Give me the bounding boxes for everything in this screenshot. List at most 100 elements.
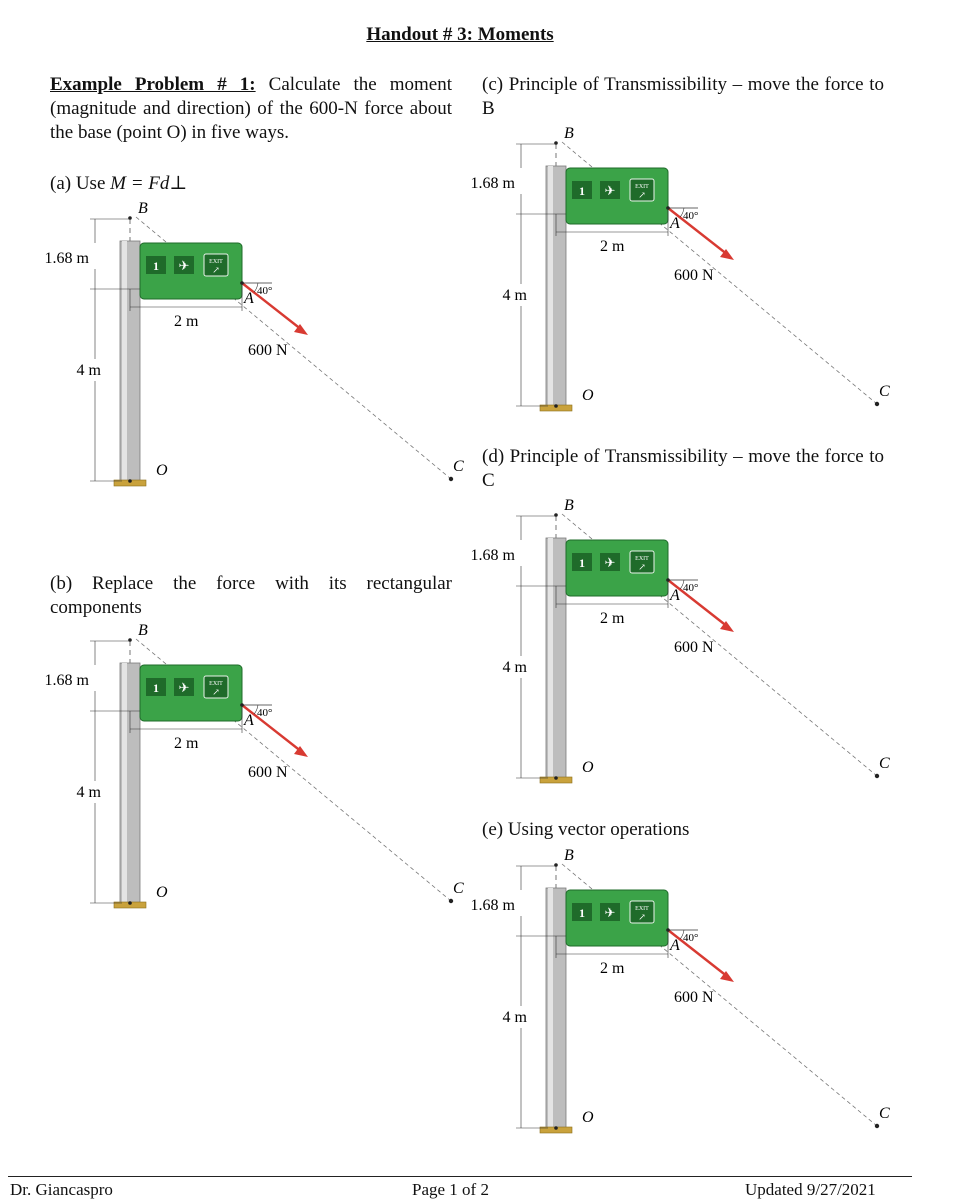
- train-icon: [572, 181, 592, 199]
- line-of-action: [561, 141, 878, 405]
- train-icon: [146, 678, 166, 696]
- pole-highlight: [122, 241, 127, 481]
- footer-author: Dr. Giancaspro: [10, 1180, 113, 1199]
- label-force: 600 N: [674, 989, 714, 1006]
- exit-label: EXIT: [635, 184, 649, 190]
- label-b: B: [138, 622, 148, 639]
- sign-figure-svg: 1 ✈ EXIT ↗ B 1.68 m 4 m 2 m A 40° 600 N …: [471, 125, 890, 412]
- force-arrowhead: [294, 746, 308, 757]
- train-icon: [572, 903, 592, 921]
- svg-text:1: 1: [579, 906, 585, 920]
- label-angle: 40°: [683, 210, 698, 222]
- label-dim-horizontal: 2 m: [600, 610, 625, 627]
- figure-c: 1 ✈ EXIT ↗ B 1.68 m 4 m 2 m A 40° 600 N …: [471, 125, 972, 428]
- label-force: 600 N: [674, 267, 714, 284]
- label-o: O: [156, 462, 168, 479]
- label-a: A: [243, 712, 254, 729]
- train-icon: [146, 256, 166, 274]
- figure-a: 1 ✈ EXIT ↗ B 1.68 m 4 m 2 m A 40° 600 N …: [45, 200, 596, 503]
- label-dim-horizontal: 2 m: [600, 960, 625, 977]
- line-of-action: [561, 863, 878, 1127]
- exit-icon: [203, 675, 229, 699]
- exit-icon: [629, 900, 655, 924]
- label-angle: 40°: [257, 707, 272, 719]
- label-o: O: [156, 884, 168, 901]
- point-c-dot: [448, 898, 454, 904]
- pole-highlight: [548, 538, 553, 778]
- airplane-icon: [600, 553, 620, 571]
- label-b: B: [564, 125, 574, 142]
- label-dim-top: 1.68 m: [471, 897, 516, 914]
- svg-text:✈: ✈: [605, 555, 616, 570]
- point-b-dot: [554, 141, 558, 145]
- part-a-prefix: (a) Use: [50, 173, 111, 194]
- label-dim-bottom: 4 m: [77, 784, 102, 801]
- label-dim-bottom: 4 m: [503, 659, 528, 676]
- pole-highlight: [122, 663, 127, 903]
- pole-highlight: [548, 166, 553, 406]
- svg-text:1: 1: [153, 681, 159, 695]
- part-c-heading: (c) Principle of Transmissibility – move…: [482, 74, 884, 119]
- figure-b: 1 ✈ EXIT ↗ B 1.68 m 4 m 2 m A 40° 600 N …: [45, 622, 596, 925]
- part-d-heading: (d) Principle of Transmissibility – move…: [482, 446, 884, 491]
- label-force: 600 N: [248, 342, 288, 359]
- label-angle: 40°: [683, 932, 698, 944]
- point-a-dot: [666, 206, 670, 210]
- exit-icon: [629, 178, 655, 202]
- svg-text:↗: ↗: [638, 562, 646, 572]
- point-c-dot: [874, 773, 880, 779]
- line-of-action: [135, 216, 452, 480]
- exit-icon: [629, 550, 655, 574]
- point-b-dot: [128, 638, 132, 642]
- airplane-icon: [174, 678, 194, 696]
- point-c-dot: [448, 476, 454, 482]
- point-b-dot: [554, 863, 558, 867]
- problem-statement: Example Problem # 1: Calculate the momen…: [50, 73, 452, 145]
- angle-arc: [253, 282, 259, 293]
- label-a: A: [669, 587, 680, 604]
- point-b-dot: [128, 216, 132, 220]
- problem-text: Calculate the moment (magnitude and dire…: [50, 74, 452, 143]
- part-b-heading: (b) Replace the force with its rectangul…: [50, 573, 452, 618]
- part-a-formula: M = Fd⊥: [110, 173, 188, 194]
- exit-label: EXIT: [209, 681, 223, 687]
- force-arrow: [667, 929, 729, 978]
- part-e-heading: (e) Using vector operations: [482, 819, 690, 840]
- svg-text:↗: ↗: [212, 687, 220, 697]
- label-a: A: [669, 937, 680, 954]
- label-angle: 40°: [683, 582, 698, 594]
- figure-e: 1 ✈ EXIT ↗ B 1.68 m 4 m 2 m A 40° 600 N …: [471, 847, 972, 1150]
- label-dim-bottom: 4 m: [77, 362, 102, 379]
- airplane-icon: [600, 903, 620, 921]
- force-arrow: [667, 207, 729, 256]
- sign-figure-svg: 1 ✈ EXIT ↗ B 1.68 m 4 m 2 m A 40° 600 N …: [45, 622, 464, 909]
- label-dim-top: 1.68 m: [471, 547, 516, 564]
- label-o: O: [582, 759, 594, 776]
- label-c: C: [879, 755, 890, 772]
- footer-divider: [8, 1176, 912, 1177]
- footer-updated: Updated 9/27/2021: [745, 1180, 876, 1199]
- exit-label: EXIT: [209, 259, 223, 265]
- label-dim-bottom: 4 m: [503, 287, 528, 304]
- point-o-dot: [128, 901, 132, 905]
- label-c: C: [879, 383, 890, 400]
- line-of-action: [135, 638, 452, 902]
- label-dim-horizontal: 2 m: [174, 313, 199, 330]
- label-angle: 40°: [257, 285, 272, 297]
- angle-arc: [679, 207, 685, 218]
- sign-figure-svg: 1 ✈ EXIT ↗ B 1.68 m 4 m 2 m A 40° 600 N …: [45, 200, 464, 487]
- sign-figure-svg: 1 ✈ EXIT ↗ B 1.68 m 4 m 2 m A 40° 600 N …: [471, 847, 890, 1134]
- figure-d: 1 ✈ EXIT ↗ B 1.68 m 4 m 2 m A 40° 600 N …: [471, 497, 972, 800]
- exit-label: EXIT: [635, 556, 649, 562]
- label-a: A: [669, 215, 680, 232]
- force-arrowhead: [720, 971, 734, 982]
- point-o-dot: [128, 479, 132, 483]
- svg-text:✈: ✈: [605, 183, 616, 198]
- airplane-icon: [174, 256, 194, 274]
- part-a-heading: (a) Use M = Fd⊥: [50, 172, 187, 196]
- label-c: C: [879, 1105, 890, 1122]
- svg-text:↗: ↗: [638, 190, 646, 200]
- svg-text:✈: ✈: [605, 905, 616, 920]
- pole-highlight: [548, 888, 553, 1128]
- point-c-dot: [874, 401, 880, 407]
